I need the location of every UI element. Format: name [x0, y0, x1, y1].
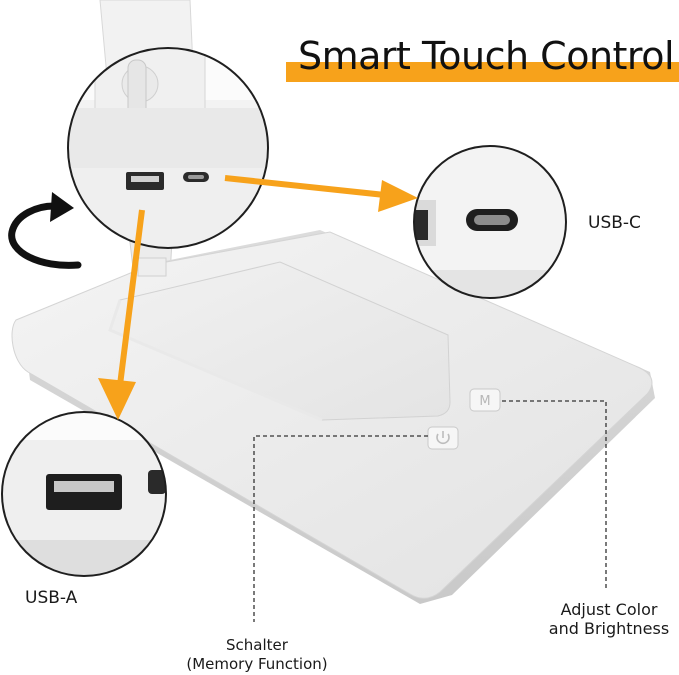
leader-lines	[253, 400, 607, 622]
zoom-circle-usb-c	[413, 145, 567, 299]
power-icon	[436, 431, 450, 445]
title-highlight-bar	[286, 62, 679, 82]
arrow-to-usb-c	[224, 175, 418, 212]
usb-c-port-icon	[183, 172, 209, 182]
lamp-base	[11, 230, 655, 604]
usb-c-port-large-icon	[466, 209, 518, 231]
zoom-circle-ports	[67, 47, 269, 249]
usb-a-port-large-icon	[46, 474, 122, 510]
title-banner: Smart Touch Control	[286, 34, 679, 84]
adjust-label-line1: Adjust Color	[560, 600, 658, 619]
page-title: Smart Touch Control	[298, 34, 675, 78]
power-touch-button[interactable]	[427, 426, 459, 450]
adjust-color-label: Adjust Color and Brightness	[540, 600, 678, 638]
usb-a-label: USB-A	[25, 588, 78, 608]
switch-label: Schalter (Memory Function)	[172, 636, 342, 674]
mode-touch-button[interactable]: M	[469, 388, 501, 412]
usb-c-label: USB-C	[588, 213, 641, 233]
switch-label-line1: Schalter	[226, 636, 288, 654]
mode-glyph: M	[479, 394, 490, 409]
usb-a-port-icon	[126, 172, 164, 190]
switch-label-line2: (Memory Function)	[186, 655, 328, 673]
arrow-to-usb-a	[98, 209, 145, 420]
rotate-arrow-icon	[8, 192, 82, 269]
adjust-label-line2: and Brightness	[548, 619, 670, 638]
